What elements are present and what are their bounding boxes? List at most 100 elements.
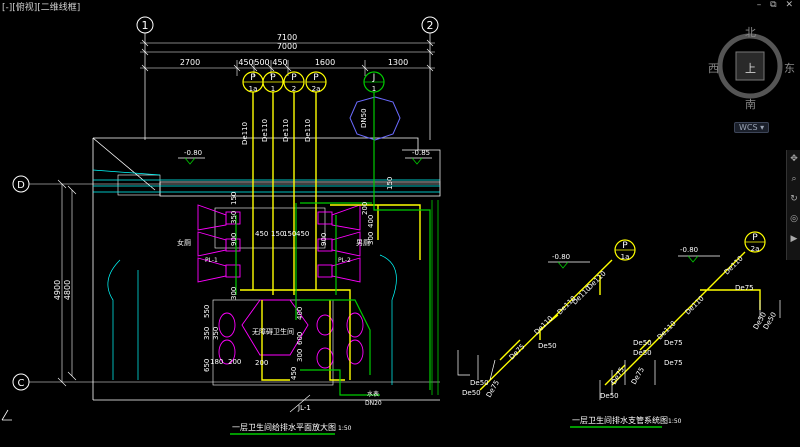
- svg-text:De50: De50: [600, 392, 619, 400]
- plan-scale: 1:50: [338, 425, 352, 432]
- showmotion-icon[interactable]: ▶: [790, 234, 798, 244]
- left-dimension-text: 4900 4800: [53, 280, 72, 300]
- building-walls: [92, 137, 441, 401]
- tag-p1: P 1: [262, 71, 284, 93]
- iso-title: 一层卫生间排水支管系统图: [572, 415, 668, 425]
- svg-text:600: 600: [296, 332, 304, 345]
- svg-text:2a: 2a: [312, 85, 321, 93]
- svg-text:450: 450: [296, 230, 309, 238]
- svg-text:1600: 1600: [315, 58, 335, 67]
- svg-text:De110: De110: [571, 284, 593, 306]
- grid-axes: 1 2 D C: [12, 16, 440, 391]
- label-pl1: PL-1: [205, 257, 218, 264]
- viewcube-top-face[interactable]: 上: [745, 62, 756, 75]
- tag-p2a: P 2a: [305, 71, 327, 93]
- svg-text:150: 150: [386, 177, 394, 190]
- svg-text:De50: De50: [462, 389, 481, 397]
- minimize-button[interactable]: –: [756, 0, 765, 10]
- svg-text:300: 300: [296, 349, 304, 362]
- svg-text:De50: De50: [470, 379, 489, 387]
- svg-text:DN50: DN50: [360, 108, 368, 128]
- compass-north[interactable]: 北: [745, 26, 756, 39]
- svg-text:De110: De110: [261, 119, 269, 142]
- svg-text:2a: 2a: [751, 245, 760, 253]
- elevation-marks: -0.80 -0.85: [178, 149, 432, 165]
- svg-text:De110: De110: [533, 314, 555, 336]
- plan-title: 一层卫生间给排水平面放大图: [232, 422, 336, 432]
- label-jl1: JL-1: [297, 404, 311, 412]
- svg-text:P: P: [752, 233, 758, 243]
- grid-label-1: 1: [142, 19, 149, 32]
- top-dimensions: [140, 39, 435, 76]
- svg-text:150: 150: [283, 230, 296, 238]
- svg-text:De50: De50: [633, 339, 652, 347]
- svg-text:900: 900: [230, 233, 238, 246]
- svg-text:De110: De110: [241, 122, 249, 145]
- svg-text:De110: De110: [304, 119, 312, 142]
- compass-east[interactable]: 东: [784, 62, 795, 75]
- iso-title-block: 一层卫生间排水支管系统图 1:50: [570, 415, 682, 428]
- svg-text:De110: De110: [684, 294, 706, 316]
- supply-pipes: [235, 92, 431, 396]
- svg-text:1: 1: [271, 85, 275, 93]
- svg-text:-0.80: -0.80: [552, 253, 570, 261]
- svg-text:De50: De50: [633, 349, 652, 357]
- svg-text:J: J: [372, 73, 376, 83]
- room-women: 女厕: [177, 238, 191, 247]
- svg-text:-0.80: -0.80: [184, 149, 202, 157]
- viewcube-compass: [717, 33, 783, 99]
- zoom-icon[interactable]: ⌕: [791, 174, 797, 184]
- svg-text:De75: De75: [664, 339, 683, 347]
- svg-text:650: 650: [203, 359, 211, 372]
- wcs-menu[interactable]: WCS ▾: [734, 122, 770, 133]
- room-accessible: 无障碍卫生间: [252, 327, 294, 336]
- ucs-icon: [1, 409, 12, 421]
- svg-text:400: 400: [367, 215, 375, 228]
- svg-text:7000: 7000: [277, 42, 297, 51]
- svg-text:900: 900: [320, 233, 328, 246]
- svg-text:300: 300: [367, 232, 375, 245]
- top-dimension-text: 7100 7000 2700 450 500 450 1600 1300: [180, 33, 408, 67]
- grid-label-C: C: [18, 378, 25, 389]
- pan-icon[interactable]: ✥: [790, 154, 798, 164]
- iso-scale: 1:50: [668, 418, 682, 425]
- svg-text:1: 1: [372, 85, 376, 93]
- view-controls-label[interactable]: [-][俯视][二维线框]: [2, 3, 81, 13]
- drain-pipes: [240, 92, 421, 381]
- close-button[interactable]: ✕: [785, 0, 796, 10]
- svg-text:P: P: [250, 73, 256, 83]
- navigation-bar: ✥ ⌕ ↻ ◎ ▶: [786, 150, 800, 260]
- svg-text:De75: De75: [664, 359, 683, 367]
- svg-text:150: 150: [230, 192, 238, 205]
- label-pl2: PL-2: [338, 257, 351, 264]
- svg-text:450: 450: [290, 367, 298, 380]
- orbit-icon[interactable]: ↻: [790, 194, 798, 204]
- riser-labels: De110 De110 De110 De110 DN50: [241, 108, 368, 145]
- svg-text:1300: 1300: [388, 58, 408, 67]
- room-men: 男厕: [356, 239, 370, 247]
- tag-p2: P 2: [283, 71, 305, 93]
- svg-text:De110: De110: [723, 254, 745, 276]
- svg-text:P: P: [270, 73, 276, 83]
- restore-button[interactable]: ⧉: [770, 0, 780, 10]
- svg-text:2700: 2700: [180, 58, 200, 67]
- compass-south[interactable]: 南: [745, 98, 756, 111]
- svg-text:De75: De75: [508, 343, 527, 362]
- svg-text:450: 450: [255, 230, 268, 238]
- svg-text:4900: 4900: [53, 280, 62, 300]
- svg-text:450: 450: [238, 58, 253, 67]
- svg-text:De75: De75: [610, 366, 626, 386]
- tag-p1a: P 1a: [242, 71, 264, 93]
- compass-west[interactable]: 西: [708, 62, 719, 75]
- room-labels: 女厕 男厕 无障碍卫生间: [177, 238, 370, 336]
- svg-text:P: P: [622, 241, 628, 251]
- viewcube[interactable]: 北 南 东 西 上: [704, 16, 796, 136]
- svg-text:7100: 7100: [277, 33, 297, 42]
- svg-text:De75: De75: [735, 284, 754, 292]
- svg-text:P: P: [313, 73, 319, 83]
- svg-text:200: 200: [361, 202, 369, 215]
- svg-text:350: 350: [230, 211, 238, 224]
- steering-wheel-icon[interactable]: ◎: [790, 214, 798, 224]
